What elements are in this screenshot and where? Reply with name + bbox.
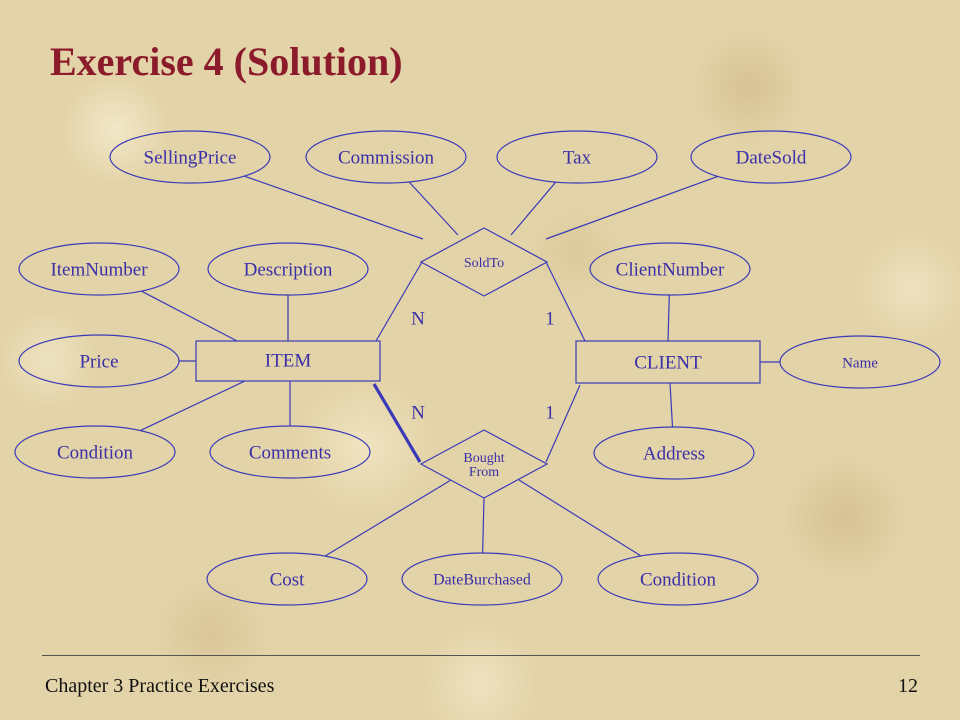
attribute-clientnumber-ellipse (589, 242, 751, 296)
cardinality-soldto-item: N (411, 309, 425, 330)
entity-client-box (575, 340, 761, 384)
slide-title: Exercise 4 (Solution) (50, 39, 403, 84)
relationship-soldto-label: SoldTo (464, 256, 504, 271)
attribute-name-label: Name (842, 355, 878, 371)
entity-item-box (195, 340, 381, 382)
attribute-price-label: Price (79, 352, 118, 373)
attribute-comments-ellipse (209, 425, 371, 479)
link-cost-to-boughtfrom (324, 479, 452, 557)
attribute-address-label: Address (643, 444, 705, 465)
attribute-tax-label: Tax (563, 148, 592, 169)
link-item-boughtfrom (372, 383, 422, 463)
attribute-dateburchased-label: DateBurchased (433, 572, 531, 589)
link-clientnumber-to-client (667, 294, 670, 342)
attribute-sellingprice-label: SellingPrice (144, 148, 237, 169)
cardinality-soldto-client: 1 (545, 309, 555, 330)
attribute-address-ellipse (593, 426, 755, 480)
link-soldto-client (545, 261, 586, 342)
attribute-comments-label: Comments (249, 443, 331, 464)
link-item-soldto (375, 261, 423, 342)
attribute-itemnumber-ellipse (18, 242, 180, 296)
attribute-name-ellipse (779, 335, 941, 389)
attribute-cost-ellipse (206, 552, 368, 606)
attribute-clientnumber-label: ClientNumber (616, 260, 725, 281)
attribute-commission-ellipse (305, 130, 467, 184)
attribute-price-ellipse (18, 334, 180, 388)
attribute-commission-label: Commission (338, 148, 435, 169)
link-itemnumber-to-item (141, 290, 238, 342)
attribute-sellingprice-ellipse (109, 130, 271, 184)
footer-rule (42, 655, 920, 656)
relationship-boughtfrom-diamond (419, 429, 549, 499)
cardinality-boughtfrom-client: 1 (545, 403, 555, 424)
footer-page-number: 12 (898, 675, 918, 697)
link-condition-item-to-item (140, 380, 246, 432)
link-address-to-client (669, 382, 674, 428)
link-boughtfrom-client (545, 384, 581, 463)
attribute-condition-bought-ellipse (597, 552, 759, 606)
link-datesold-to-soldto (545, 175, 718, 240)
link-tax-to-soldto (510, 181, 557, 236)
attribute-datesold-label: DateSold (736, 148, 807, 169)
attribute-condition-item-ellipse (14, 425, 176, 479)
attribute-itemnumber-label: ItemNumber (50, 260, 148, 281)
link-condition-bought-to-boughtfrom (518, 479, 642, 557)
link-commission-to-soldto (408, 181, 459, 236)
link-dateburchased-to-boughtfrom (482, 497, 485, 554)
attribute-condition-bought-label: Condition (640, 570, 717, 591)
attribute-description-ellipse (207, 242, 369, 296)
attribute-condition-item-label: Condition (57, 443, 134, 464)
entity-client-label: CLIENT (634, 353, 702, 374)
link-sellingprice-to-soldto (244, 175, 424, 240)
attribute-tax-ellipse (496, 130, 658, 184)
attribute-description-label: Description (244, 260, 333, 281)
attribute-dateburchased-ellipse (401, 552, 563, 606)
footer-chapter-label: Chapter 3 Practice Exercises (45, 675, 275, 697)
cardinality-boughtfrom-item: N (411, 403, 425, 424)
relationship-soldto-diamond (419, 227, 549, 297)
entity-item-label: ITEM (265, 351, 312, 372)
attribute-datesold-ellipse (690, 130, 852, 184)
attribute-cost-label: Cost (270, 570, 306, 591)
